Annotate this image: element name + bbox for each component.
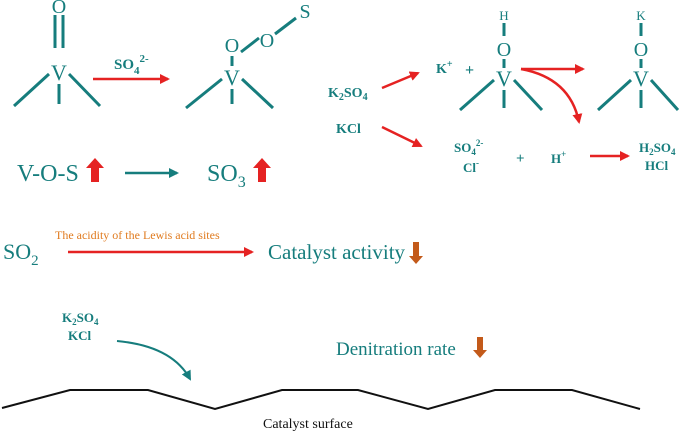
- k-ion: K+: [436, 59, 453, 77]
- kcl-label: KCl: [336, 122, 361, 137]
- vo-bond-left: [12, 72, 51, 108]
- vok-bond-left: [596, 78, 633, 112]
- bottom-k2so4-label: K2SO4: [62, 310, 99, 327]
- denitration-label: Denitration rate: [336, 339, 456, 360]
- so2-effect: SO2 The acidity of the Lewis acid sites …: [3, 228, 423, 269]
- vos-sulfur: S: [299, 1, 310, 23]
- vanadyl-structure: O V: [12, 0, 102, 108]
- so3-formula: SO3: [207, 161, 246, 191]
- vo-vanadium: V: [51, 60, 67, 85]
- vos-vanadium: V: [224, 65, 240, 90]
- plus-sign-1: +: [465, 62, 474, 79]
- voh-bond-right: [512, 78, 544, 112]
- vos-structure: O O S V: [185, 1, 311, 110]
- potassium-k: K: [636, 8, 646, 23]
- catalyst-activity-label: Catalyst activity: [268, 240, 406, 264]
- denitration-decrease-arrow: [473, 337, 487, 358]
- vos-bond-right: [240, 77, 275, 110]
- proton-release-arrow: [520, 67, 583, 124]
- surface-deposition: K2SO4 KCl Denitration rate Catalyst surf…: [1, 310, 641, 432]
- plus-sign-2: +: [516, 151, 525, 167]
- h-ion: H+: [551, 149, 566, 166]
- vos-to-so3: V-O-S SO3: [17, 158, 271, 191]
- activity-decrease-arrow: [409, 242, 423, 264]
- vos-bond-os: [274, 16, 297, 36]
- catalyst-surface-line: [1, 389, 641, 411]
- kcl-arrow: [381, 125, 423, 148]
- so3-increase-arrow: [253, 158, 271, 182]
- vo-bond-right: [67, 72, 102, 108]
- vos-oxygen-2: O: [260, 30, 274, 52]
- vos-oxygen-1: O: [225, 35, 239, 57]
- k2so4-label: K2SO4: [328, 86, 368, 103]
- so2-formula: SO2: [3, 239, 39, 269]
- potassium-o: O: [634, 39, 648, 61]
- hydroxyl-h: H: [499, 8, 508, 23]
- lewis-acidity-label: The acidity of the Lewis acid sites: [55, 228, 220, 242]
- hydrochloric-acid: HCl: [645, 158, 669, 173]
- vos-bond-oo: [240, 36, 260, 54]
- chloride-ion: Cl-: [463, 158, 479, 175]
- bottom-kcl-label: KCl: [68, 328, 92, 343]
- hydroxyl-o: O: [497, 39, 511, 61]
- vos-bond-left: [185, 77, 223, 110]
- sulfate-ion: SO42-: [454, 138, 483, 157]
- potassium-v: V: [633, 66, 649, 91]
- hydroxyl-v: V: [496, 66, 512, 91]
- deposition-arrow: [116, 340, 191, 381]
- vo-oxygen: O: [52, 0, 66, 18]
- vos-increase-arrow: [86, 158, 104, 182]
- sulfuric-acid: H2SO4: [639, 140, 676, 157]
- k2so4-arrow: [381, 71, 420, 90]
- vok-bond-right: [649, 78, 680, 112]
- sulfate-arrow: SO42-: [93, 53, 170, 84]
- alkali-reaction: K2SO4 KCl K+ + H O V K O V SO42- Cl- + H…: [328, 8, 680, 175]
- sulfate-label: SO42-: [114, 53, 149, 77]
- voh-bond-left: [459, 78, 495, 112]
- catalyst-surface-label: Catalyst surface: [263, 417, 353, 432]
- vos-formula: V-O-S: [17, 161, 79, 187]
